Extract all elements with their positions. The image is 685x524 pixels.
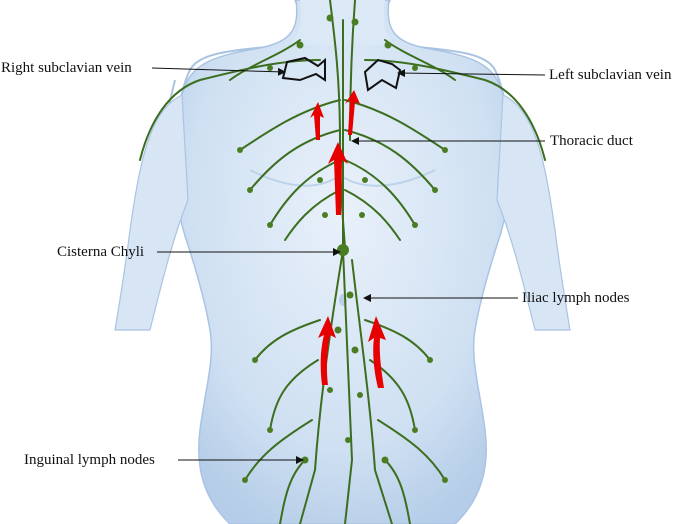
label-left-subclavian-vein: Left subclavian vein [549,68,671,83]
label-thoracic-duct: Thoracic duct [550,134,633,149]
label-right-subclavian-vein: Right subclavian vein [1,61,132,76]
label-iliac-lymph-nodes: Iliac lymph nodes [522,291,629,306]
label-inguinal-lymph-nodes: Inguinal lymph nodes [24,453,155,468]
label-cisterna-chyli: Cisterna Chyli [57,245,144,260]
right-arm [115,95,188,330]
